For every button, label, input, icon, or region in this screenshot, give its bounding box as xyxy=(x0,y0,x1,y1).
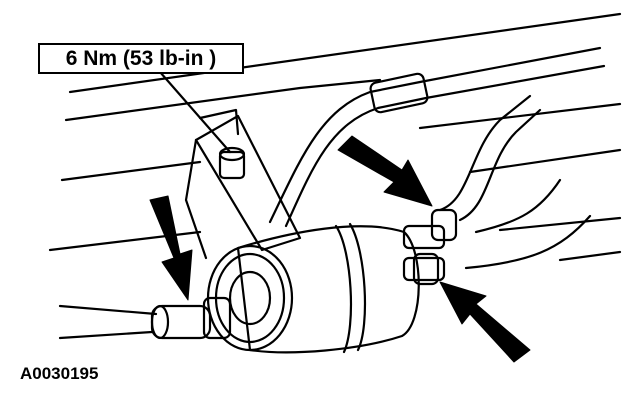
inlet-fuel-line xyxy=(58,296,232,340)
arrow-icon xyxy=(439,281,531,363)
mounting-bracket xyxy=(184,108,302,260)
upper-fuel-line xyxy=(268,46,606,228)
figure-id: A0030195 xyxy=(20,364,99,383)
bolt-icon xyxy=(218,146,246,180)
outlet-fittings xyxy=(402,208,458,286)
torque-spec-label: 6 Nm (53 lb-in ) xyxy=(38,43,244,74)
fuel-filter-icon xyxy=(206,222,420,354)
torque-leader-line xyxy=(158,70,232,154)
arrow-icon xyxy=(337,135,433,207)
right-fuel-lines xyxy=(438,94,592,270)
arrow-icon xyxy=(149,195,193,301)
